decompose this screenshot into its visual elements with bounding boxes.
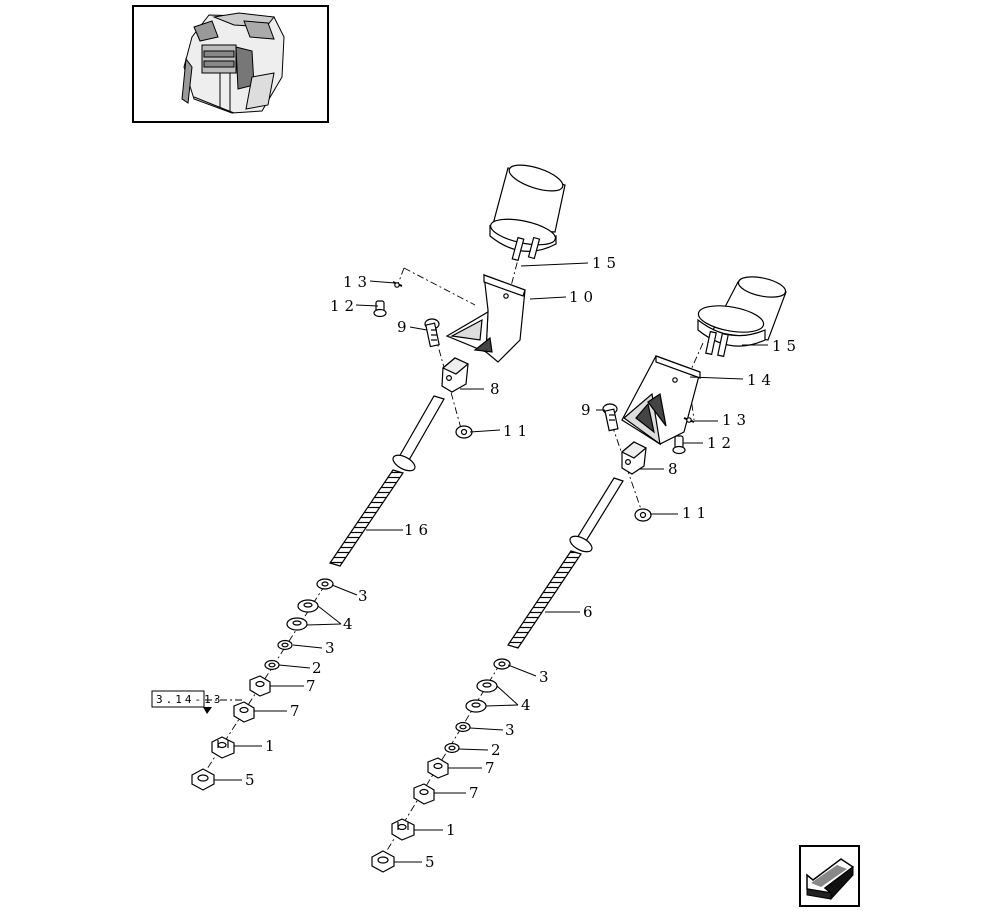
cross-reference-arrow-icon (203, 707, 212, 714)
right-nut-11 (634, 508, 652, 522)
callout-9-right: 9 (581, 401, 596, 419)
previous-page-arrow-icon (806, 858, 855, 901)
callout-7a-left: 7 (306, 677, 321, 695)
machine-overview-thumbnail-icon (181, 12, 285, 114)
callout-5-right: 5 (425, 853, 440, 871)
callout-7b-left: 7 (290, 702, 305, 720)
callout-5-left: 5 (245, 771, 260, 789)
right-pin (683, 417, 695, 423)
cross-reference-link[interactable]: 3.14-13 (151, 690, 223, 714)
callout-15-right: 15 (772, 337, 801, 355)
right-washers (444, 658, 511, 754)
callout-7b-right: 7 (469, 784, 484, 802)
left-small-bolt (373, 300, 387, 318)
callout-11-right: 11 (682, 504, 711, 522)
previous-page-button[interactable] (799, 845, 860, 907)
left-washers (264, 578, 334, 671)
right-bolt-9 (602, 403, 619, 432)
left-hex-nuts (191, 675, 271, 791)
callout-12-right: 12 (707, 434, 736, 452)
left-motor-cylinder (489, 164, 566, 262)
left-block-8 (441, 357, 470, 393)
right-block-8 (620, 441, 648, 475)
callout-13-right: 13 (722, 411, 751, 429)
callout-8-left: 8 (490, 380, 505, 398)
overview-thumbnail (132, 5, 329, 123)
left-bolt-9 (424, 318, 440, 348)
callout-12-left: 12 (330, 297, 359, 315)
callout-4-left: 4 (343, 615, 358, 633)
callout-16-left: 16 (404, 521, 433, 539)
right-small-bolt (672, 435, 686, 455)
cross-reference-label: 3.14-13 (156, 693, 223, 706)
callout-3a-left: 3 (358, 587, 373, 605)
left-leader-lines (214, 262, 589, 781)
right-bracket (621, 355, 701, 446)
callout-8-right: 8 (668, 460, 683, 478)
left-nut-11 (455, 425, 473, 439)
left-bracket (445, 274, 526, 363)
callout-2-right: 2 (491, 741, 506, 759)
right-leader-lines (394, 344, 768, 863)
callout-14-right: 14 (747, 371, 776, 389)
callout-1-right: 1 (446, 821, 461, 839)
callout-11-left: 11 (503, 422, 532, 440)
callout-3b-right: 3 (505, 721, 520, 739)
callout-1-left: 1 (265, 737, 280, 755)
callout-4-right: 4 (521, 696, 536, 714)
right-threaded-rod (507, 477, 624, 649)
right-motor-cylinder (697, 276, 787, 358)
callout-3a-right: 3 (539, 668, 554, 686)
left-threaded-rod (329, 395, 445, 567)
callout-10-left: 10 (569, 288, 598, 306)
callout-6-right: 6 (583, 603, 598, 621)
left-assembly: 13 12 9 15 10 8 11 16 3 4 3 2 7 7 1 5 (191, 164, 621, 791)
right-callouts: 15 14 9 13 12 8 11 6 3 4 3 2 7 7 1 5 (425, 337, 801, 871)
callout-7a-right: 7 (485, 759, 500, 777)
right-hex-nuts (371, 757, 449, 873)
callout-15-left: 15 (592, 254, 621, 272)
callout-2-left: 2 (312, 659, 327, 677)
callout-9-left: 9 (397, 318, 412, 336)
callout-13-left: 13 (343, 273, 372, 291)
left-callouts: 13 12 9 15 10 8 11 16 3 4 3 2 7 7 1 5 (245, 254, 621, 789)
callout-3b-left: 3 (325, 639, 340, 657)
right-assembly: 15 14 9 13 12 8 11 6 3 4 3 2 7 7 1 5 (371, 276, 801, 873)
